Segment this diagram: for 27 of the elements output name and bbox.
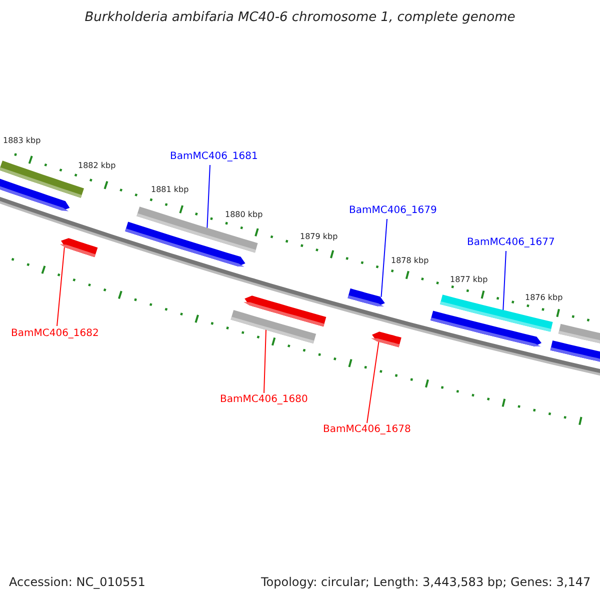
gene-feature-block: [60, 238, 98, 258]
scale-label: 1876 kbp: [525, 294, 563, 302]
scale-label: 1880 kbp: [225, 211, 263, 219]
gene-feature-block: [371, 332, 402, 348]
leader-line: [206, 164, 210, 228]
scale-label: 1881 kbp: [151, 186, 189, 194]
leader-line: [380, 218, 388, 298]
footer-text: Accession: NC_010551: [9, 576, 146, 588]
leader-line: [56, 246, 65, 326]
gene-label: BamMC406_1677: [467, 238, 555, 248]
footer-text: Topology: circular; Length: 3,443,583 bp; Genes: 3,147: [261, 576, 591, 588]
gene-feature-block: [230, 310, 316, 344]
scale-label: 1878 kbp: [391, 257, 429, 265]
gene-label: BamMC406_1678: [323, 425, 411, 435]
leader-line: [264, 329, 266, 394]
gene-label: BamMC406_1680: [220, 395, 308, 405]
diagram-title: Burkholderia ambifaria MC40-6 chromosome 1, complete genome: [84, 11, 516, 24]
leader-line: [502, 250, 506, 310]
gene-feature-block: [348, 288, 385, 306]
scale-label: 1882 kbp: [78, 162, 116, 170]
scale-label: 1877 kbp: [450, 276, 488, 284]
leader-line: [366, 341, 380, 424]
scale-label: 1879 kbp: [300, 233, 338, 241]
gene-label: BamMC406_1682: [11, 329, 99, 339]
scale-label: 1883 kbp: [3, 137, 41, 145]
gene-label: BamMC406_1681: [170, 152, 258, 162]
gene-label: BamMC406_1679: [349, 206, 437, 216]
